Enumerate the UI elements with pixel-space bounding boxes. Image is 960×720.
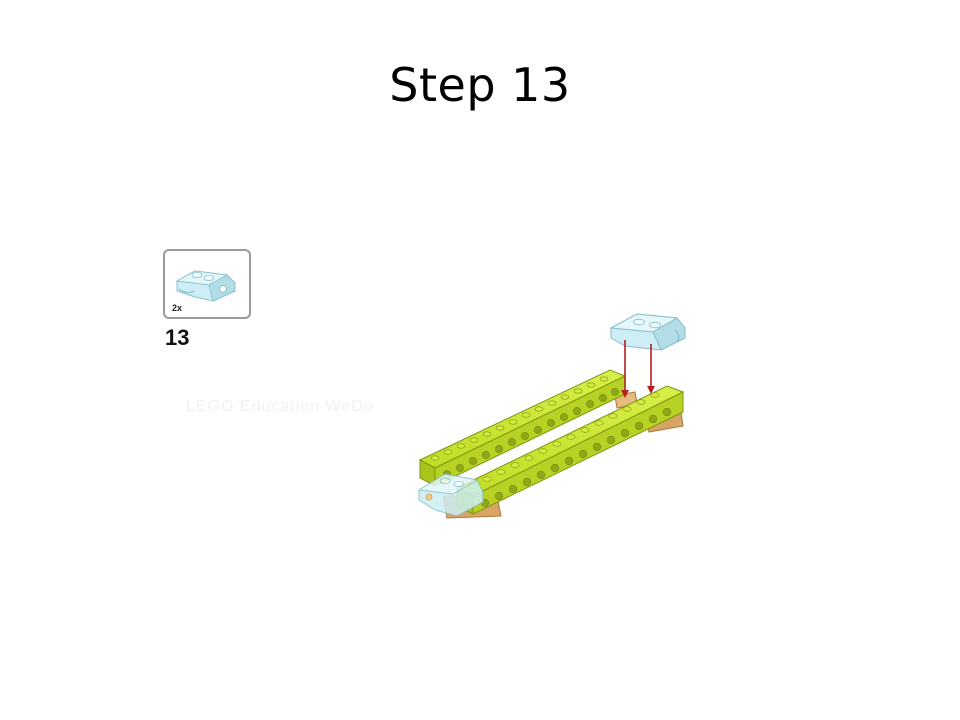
new-transparent-brick [609, 313, 686, 351]
placed-transparent-brick [417, 473, 484, 517]
watermark-text: LEGO Education WeDo [186, 398, 374, 415]
transparent-curved-brick-icon [175, 270, 236, 302]
assembly-illustration [417, 313, 686, 519]
slide-title: Step 13 [389, 58, 571, 112]
parts-list-box: 2x [163, 249, 251, 319]
back-beam [418, 369, 627, 487]
placement-arrows [621, 340, 655, 398]
step-number: 13 [165, 325, 190, 350]
parts-quantity: 2x [172, 303, 183, 313]
